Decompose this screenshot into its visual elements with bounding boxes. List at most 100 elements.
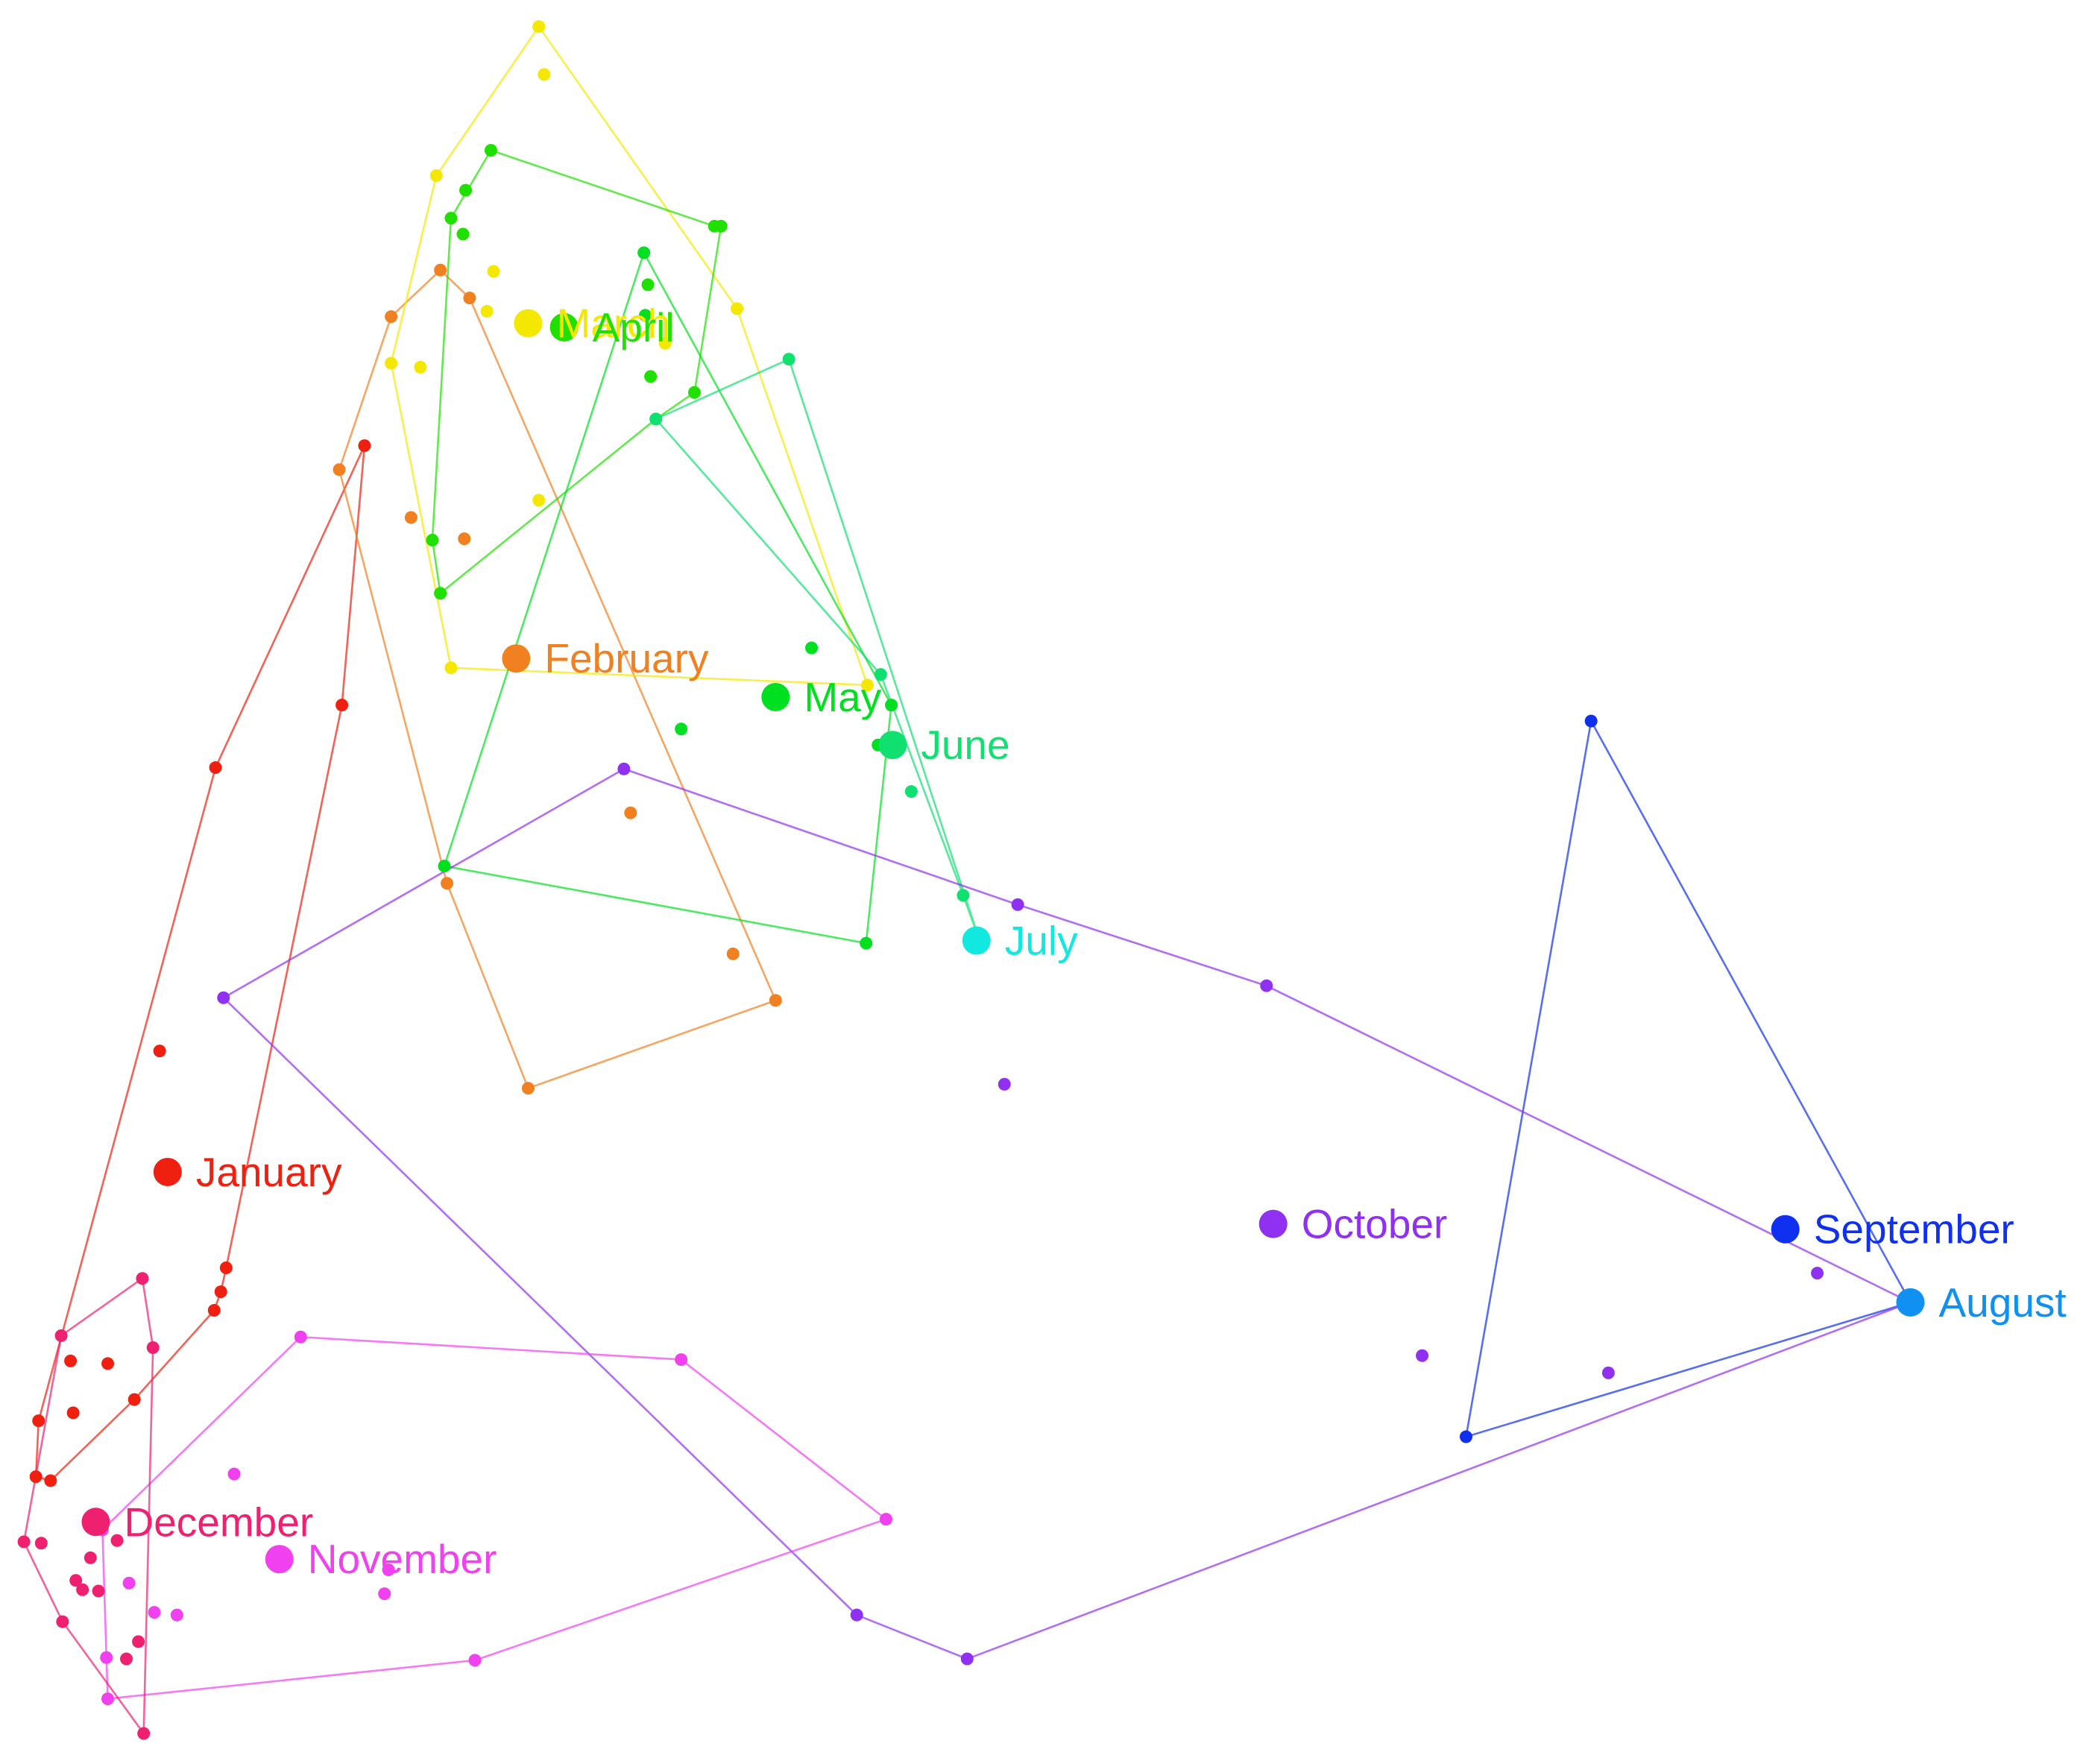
october-point bbox=[1811, 1267, 1824, 1280]
december-point bbox=[137, 1727, 151, 1740]
december-point bbox=[92, 1584, 105, 1598]
march-point bbox=[385, 356, 398, 370]
may-label: May bbox=[804, 674, 881, 720]
october-label: October bbox=[1302, 1201, 1448, 1247]
march-center-point bbox=[514, 309, 543, 338]
october-hull-line bbox=[221, 768, 1913, 1660]
january-center-point bbox=[153, 1157, 182, 1186]
september-hull-line bbox=[1464, 720, 1912, 1438]
march-point bbox=[731, 302, 744, 315]
october-point bbox=[960, 1652, 974, 1666]
january-point bbox=[207, 1304, 221, 1317]
december-point bbox=[120, 1652, 133, 1666]
november-point bbox=[170, 1608, 183, 1622]
november-point bbox=[122, 1576, 136, 1590]
august-label: August bbox=[1938, 1279, 2066, 1326]
february-point bbox=[333, 463, 346, 476]
june-point bbox=[957, 889, 970, 902]
march-point bbox=[444, 661, 458, 675]
october-point bbox=[998, 1077, 1011, 1091]
center-layer bbox=[81, 309, 1925, 1574]
march-point bbox=[480, 305, 494, 318]
january-point bbox=[358, 439, 371, 453]
april-point bbox=[641, 278, 655, 292]
march-hull-line bbox=[390, 25, 869, 687]
january-point bbox=[127, 1393, 141, 1406]
april-center-point bbox=[549, 312, 579, 341]
june-point bbox=[874, 668, 887, 681]
december-point bbox=[17, 1535, 31, 1549]
november-point bbox=[879, 1513, 892, 1526]
september-center-point bbox=[1771, 1215, 1800, 1244]
march-point bbox=[532, 20, 546, 34]
june-point bbox=[904, 785, 918, 798]
october-point bbox=[1601, 1366, 1615, 1379]
november-point bbox=[294, 1330, 307, 1344]
june-point bbox=[649, 412, 663, 426]
january-point bbox=[101, 1357, 115, 1370]
july-center-point bbox=[962, 926, 991, 955]
may-center-point bbox=[761, 682, 790, 711]
february-point bbox=[624, 806, 637, 819]
hull-layer bbox=[22, 25, 1913, 1736]
may-point bbox=[638, 309, 652, 322]
november-point bbox=[100, 1651, 113, 1664]
february-point bbox=[769, 994, 782, 1007]
march-point bbox=[414, 360, 427, 374]
june-label: June bbox=[921, 722, 1009, 768]
november-point bbox=[378, 1587, 391, 1601]
february-point bbox=[404, 511, 417, 524]
may-point bbox=[805, 641, 819, 655]
january-hull-line bbox=[34, 445, 366, 1482]
january-point bbox=[214, 1285, 227, 1299]
december-point bbox=[76, 1583, 89, 1596]
april-point bbox=[484, 144, 497, 157]
october-point bbox=[1416, 1349, 1429, 1362]
february-point bbox=[521, 1082, 535, 1095]
january-point bbox=[64, 1354, 78, 1367]
february-label: February bbox=[544, 635, 709, 681]
december-point bbox=[56, 1615, 69, 1628]
february-point bbox=[726, 947, 740, 960]
january-point bbox=[44, 1474, 57, 1487]
march-point bbox=[532, 494, 546, 507]
may-point bbox=[885, 699, 898, 712]
june-point bbox=[782, 353, 795, 366]
december-point bbox=[136, 1272, 149, 1285]
may-point bbox=[438, 860, 451, 873]
march-label: March bbox=[556, 300, 670, 347]
may-point bbox=[860, 936, 873, 950]
october-center-point bbox=[1258, 1209, 1288, 1238]
october-point bbox=[217, 991, 230, 1004]
april-point bbox=[456, 227, 470, 241]
september-point bbox=[1584, 714, 1598, 728]
april-point bbox=[459, 183, 473, 197]
august-center-point bbox=[1896, 1288, 1925, 1317]
january-point bbox=[29, 1470, 42, 1484]
april-hull-line bbox=[431, 149, 722, 596]
december-label: December bbox=[124, 1499, 313, 1545]
january-point bbox=[335, 699, 349, 712]
april-point bbox=[444, 212, 458, 225]
february-point bbox=[463, 292, 476, 305]
october-point bbox=[850, 1608, 863, 1622]
december-point bbox=[146, 1341, 160, 1355]
february-center-point bbox=[502, 644, 531, 673]
november-point bbox=[101, 1692, 115, 1706]
may-point bbox=[675, 722, 688, 736]
september-label: September bbox=[1814, 1206, 2014, 1253]
december-point bbox=[110, 1534, 124, 1547]
april-point bbox=[426, 533, 439, 546]
point-layer bbox=[17, 20, 1917, 1740]
february-point bbox=[458, 532, 471, 546]
november-center-point bbox=[265, 1545, 294, 1574]
october-point bbox=[1260, 979, 1273, 992]
november-point bbox=[675, 1353, 688, 1367]
april-label: April bbox=[593, 304, 675, 350]
april-point bbox=[714, 219, 728, 233]
february-hull-line bbox=[338, 269, 778, 1090]
november-label: November bbox=[308, 1536, 497, 1582]
october-point bbox=[1011, 898, 1024, 911]
september-point bbox=[1459, 1430, 1472, 1443]
